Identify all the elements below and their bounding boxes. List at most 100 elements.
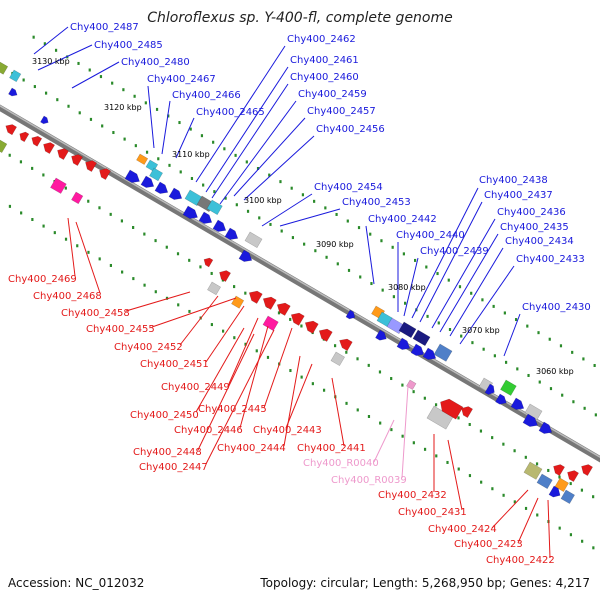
tick-dot xyxy=(356,357,359,361)
tick-dot xyxy=(76,244,79,248)
gene-feature xyxy=(31,136,43,147)
tick-dot xyxy=(592,546,595,550)
leader-line xyxy=(517,497,539,544)
tick-dot xyxy=(558,526,561,530)
tick-dot xyxy=(513,500,516,504)
leader-line xyxy=(263,327,293,409)
gene-feature-shape xyxy=(410,343,425,356)
leader-line xyxy=(71,61,120,89)
tick-dot xyxy=(345,401,348,405)
gene-feature-shape xyxy=(168,187,183,200)
tick-dot xyxy=(188,258,191,262)
gene-feature xyxy=(71,191,84,205)
tick-dot xyxy=(314,249,317,253)
gene-label: Chy400_2431 xyxy=(398,507,467,518)
tick-dot xyxy=(524,455,527,459)
tick-dot xyxy=(412,390,415,394)
tick-dot xyxy=(31,166,34,170)
tick-dot xyxy=(414,258,417,262)
gene-feature xyxy=(339,338,353,352)
tick-dot xyxy=(246,209,250,213)
tick-dot xyxy=(401,434,404,438)
tick-dot xyxy=(33,85,36,89)
tick-dot xyxy=(468,474,472,478)
tick-dot xyxy=(111,81,114,85)
leader-line xyxy=(151,297,237,328)
tick-dot xyxy=(347,268,351,272)
gene-feature xyxy=(375,329,387,341)
tick-dot xyxy=(527,373,530,377)
gene-feature xyxy=(57,148,69,161)
gene-label: Chy400_2448 xyxy=(133,447,202,458)
gene-feature xyxy=(560,489,575,505)
tick-dot xyxy=(178,121,181,125)
gene-feature-shape xyxy=(276,302,291,316)
tick-dot xyxy=(571,350,574,354)
tick-dot xyxy=(88,68,91,72)
tick-dot xyxy=(547,468,550,472)
gene-feature-shape xyxy=(412,329,431,347)
gene-feature xyxy=(206,199,223,216)
gene-label: Chy400_2433 xyxy=(516,254,585,265)
gene-feature-shape xyxy=(219,270,231,283)
gene-label: Chy400_2424 xyxy=(428,524,497,535)
leader-line xyxy=(75,221,101,294)
gene-label: Chy400_R0040 xyxy=(303,458,379,469)
gene-feature-shape xyxy=(154,181,169,194)
gene-feature-shape xyxy=(560,489,575,505)
gene-label: Chy400_2466 xyxy=(172,90,241,101)
gene-feature-shape xyxy=(198,211,213,224)
gene-label: Chy400_2449 xyxy=(161,382,230,393)
leader-line xyxy=(147,85,155,149)
gene-label: Chy400_2444 xyxy=(217,443,286,454)
tick-dot xyxy=(19,160,23,164)
map-title: Chloroflexus sp. Y-400-fl, complete geno… xyxy=(147,10,453,26)
leader-line xyxy=(439,233,499,333)
kbp-label: 3120 kbp xyxy=(104,103,142,112)
tick-dot xyxy=(132,225,135,229)
gene-label: Chy400_2432 xyxy=(378,490,447,501)
tick-dot xyxy=(470,291,473,295)
tick-dot xyxy=(458,285,462,289)
tick-dot xyxy=(188,309,191,313)
tick-dot xyxy=(179,170,182,174)
gene-feature xyxy=(124,169,140,183)
tick-dot xyxy=(155,107,159,111)
tick-dot xyxy=(457,467,460,471)
tick-dot xyxy=(582,357,585,361)
tick-dot xyxy=(168,163,171,167)
tick-dot xyxy=(537,331,540,335)
tick-dot xyxy=(77,61,80,65)
gene-label: Chy400_2436 xyxy=(497,207,566,218)
gene-label: Chy400_2460 xyxy=(290,72,359,83)
tick-dot xyxy=(8,204,12,208)
gene-feature xyxy=(85,160,97,173)
tick-dot xyxy=(448,328,452,332)
tick-dot xyxy=(435,454,438,458)
tick-dot xyxy=(538,380,541,384)
tick-dot xyxy=(67,104,70,108)
gene-label: Chy400_2458 xyxy=(61,308,130,319)
tick-dot xyxy=(460,334,463,338)
leader-line xyxy=(447,439,463,511)
gene-feature-shape xyxy=(554,477,569,493)
tick-dot xyxy=(325,255,328,259)
tick-dot xyxy=(213,190,216,194)
tick-dot xyxy=(32,35,35,39)
gene-feature xyxy=(396,337,411,350)
gene-feature xyxy=(422,347,437,360)
tick-dot xyxy=(244,291,247,295)
leader-line xyxy=(161,100,171,155)
leader-line xyxy=(459,265,515,345)
leader-line xyxy=(125,291,191,312)
gene-feature xyxy=(244,231,263,249)
gene-feature-shape xyxy=(184,189,203,207)
tick-dot xyxy=(446,460,449,464)
gene-feature-shape xyxy=(206,199,223,216)
gene-feature-shape xyxy=(422,347,437,360)
gene-feature-shape xyxy=(304,320,319,334)
gene-feature xyxy=(248,290,263,304)
gene-feature-shape xyxy=(212,219,227,232)
gene-feature-shape xyxy=(339,338,353,352)
tick-dot xyxy=(134,144,137,148)
